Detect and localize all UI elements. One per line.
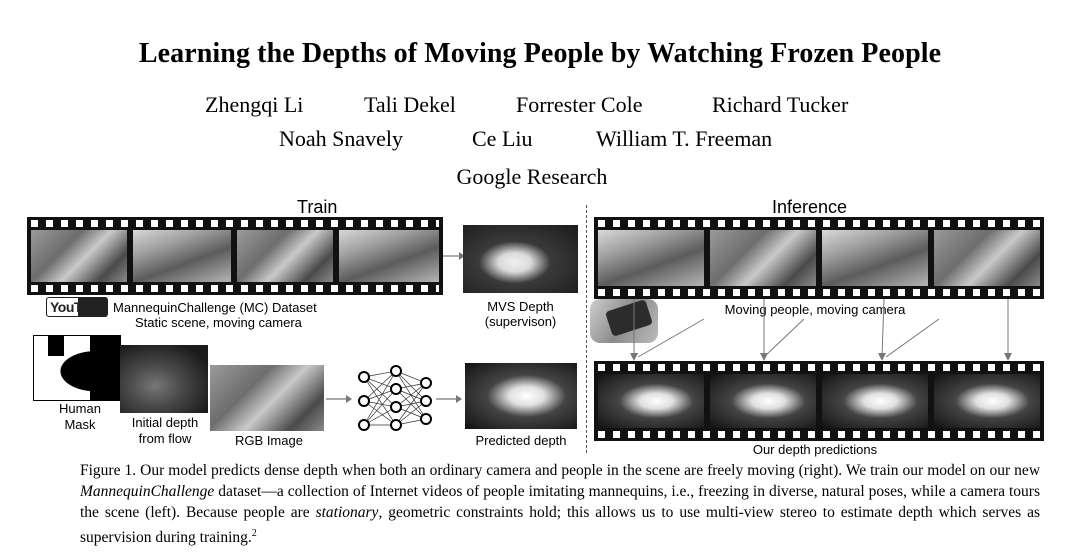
arrow-icon bbox=[436, 395, 462, 403]
caption-dataset-name: MannequinChallenge bbox=[80, 483, 215, 500]
human-mask-label-2: Mask bbox=[64, 417, 96, 432]
predicted-depth-label: Predicted depth bbox=[475, 433, 567, 448]
caption-label: Figure 1. bbox=[80, 462, 137, 479]
video-frame bbox=[237, 230, 333, 282]
moving-people-label: Moving people, moving camera bbox=[724, 302, 906, 317]
phone-camera-image bbox=[590, 299, 658, 343]
rgb-image-label: RGB Image bbox=[235, 433, 303, 448]
depth-frame bbox=[822, 374, 928, 428]
video-frame bbox=[339, 230, 439, 282]
depth-frame bbox=[934, 374, 1040, 428]
affiliation: Google Research bbox=[456, 164, 608, 189]
arrow-icon bbox=[443, 252, 465, 260]
inference-output-film-strip bbox=[594, 361, 1044, 441]
video-frame bbox=[133, 230, 231, 282]
initial-depth-image bbox=[120, 345, 208, 413]
divider bbox=[586, 205, 587, 453]
youtube-logo-text: YouTube bbox=[46, 297, 109, 317]
video-frame bbox=[31, 230, 127, 282]
author-name: Richard Tucker bbox=[712, 92, 849, 117]
video-frame bbox=[934, 230, 1040, 286]
author-name: Ce Liu bbox=[472, 126, 533, 151]
video-frame bbox=[822, 230, 928, 286]
depth-frame bbox=[710, 374, 816, 428]
figure-caption: Figure 1. Our model predicts dense depth… bbox=[80, 460, 1040, 548]
connector-arrows bbox=[630, 298, 1012, 361]
figure: Train Inference MVS Depth (supervison) Y… bbox=[0, 195, 1080, 457]
rgb-image bbox=[210, 365, 324, 431]
mvs-supervision-label: (supervison) bbox=[484, 314, 557, 329]
caption-stationary: stationary bbox=[315, 504, 379, 521]
author-name: Forrester Cole bbox=[516, 92, 643, 117]
human-mask-label: Human bbox=[59, 401, 101, 416]
inference-input-film-strip bbox=[594, 217, 1044, 299]
caption-text: Our model predicts dense depth when both… bbox=[136, 462, 1041, 479]
initial-depth-label: Initial depth bbox=[131, 415, 199, 430]
train-heading: Train bbox=[297, 197, 338, 217]
video-frame bbox=[598, 230, 704, 286]
paper-title: Learning the Depths of Moving People by … bbox=[138, 38, 942, 69]
predicted-depth-image bbox=[465, 363, 577, 429]
author-name: Tali Dekel bbox=[364, 92, 456, 117]
inference-heading: Inference bbox=[772, 197, 848, 217]
video-frame bbox=[710, 230, 816, 286]
youtube-logo: YouTube bbox=[46, 297, 109, 317]
footnote-mark: 2 bbox=[251, 528, 257, 539]
arrow-icon bbox=[326, 395, 352, 403]
mvs-depth-image bbox=[463, 225, 578, 293]
depth-predictions-label: Our depth predictions bbox=[752, 442, 878, 457]
author-name: Zhengqi Li bbox=[205, 92, 304, 117]
initial-depth-label-2: from flow bbox=[138, 431, 192, 446]
dataset-sublabel: Static scene, moving camera bbox=[135, 315, 302, 330]
neural-network-icon bbox=[358, 365, 432, 431]
caption-text: , geometric constraints hold; this allow… bbox=[80, 504, 1040, 547]
caption-text: dataset—a collection of Internet videos … bbox=[80, 483, 1040, 521]
author-name: William T. Freeman bbox=[596, 126, 773, 151]
dataset-label: MannequinChallenge (MC) Dataset bbox=[113, 300, 317, 315]
training-film-strip bbox=[27, 217, 443, 295]
mvs-depth-label: MVS Depth bbox=[487, 299, 554, 314]
depth-frame bbox=[598, 374, 704, 428]
author-name: Noah Snavely bbox=[279, 126, 404, 151]
human-mask-image bbox=[33, 335, 121, 401]
